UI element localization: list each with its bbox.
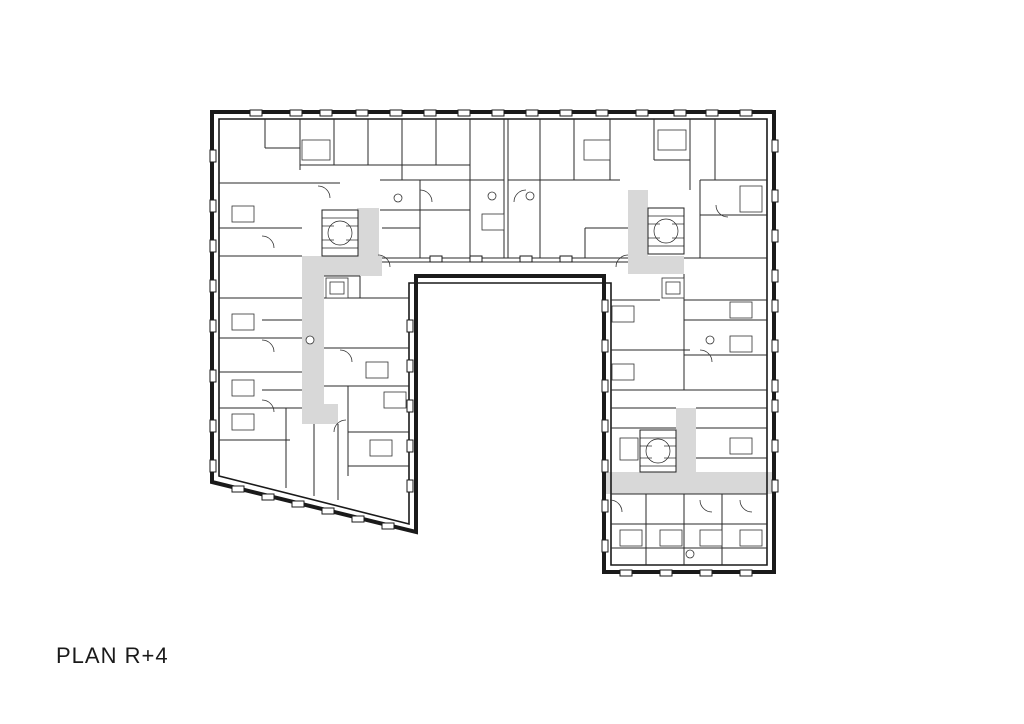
window-inner-east-5: [601, 499, 609, 513]
east-wing-partitions: [611, 274, 767, 565]
window-inner-west-2: [406, 399, 414, 413]
corridor-south-horizontal: [604, 472, 772, 494]
window-north-12: [673, 109, 687, 117]
window-east-5: [771, 339, 779, 353]
window-east-0: [771, 139, 779, 153]
window-north-8: [525, 109, 539, 117]
window-west-6: [209, 419, 217, 433]
window-north-0: [249, 109, 263, 117]
doors: [261, 185, 753, 513]
window-west-7: [209, 459, 217, 473]
corridor-east-horizontal: [628, 256, 684, 274]
window-inner-west-4: [406, 479, 414, 493]
window-north-10: [595, 109, 609, 117]
window-courtyard-0: [429, 255, 443, 263]
window-courtyard-2: [519, 255, 533, 263]
window-east-8: [771, 439, 779, 453]
window-north-5: [423, 109, 437, 117]
window-north-3: [355, 109, 369, 117]
window-inner-west-3: [406, 439, 414, 453]
window-inner-west-0: [406, 319, 414, 333]
corridor-north-left-core: [357, 208, 379, 270]
stairs: [321, 207, 685, 473]
corridor-west-vertical: [302, 262, 324, 410]
plan-title: PLAN R+4: [56, 643, 169, 668]
window-south-3: [739, 569, 753, 577]
window-inner-east-6: [601, 539, 609, 553]
window-west-1: [209, 199, 217, 213]
window-north-1: [289, 109, 303, 117]
window-north-13: [705, 109, 719, 117]
window-west-3: [209, 279, 217, 293]
exterior-walls: [210, 110, 776, 574]
window-west-0: [209, 149, 217, 163]
window-east-2: [771, 229, 779, 243]
window-west-5: [209, 369, 217, 383]
outer-wall: [210, 110, 776, 574]
corridor-south-vertical: [676, 408, 696, 478]
window-south-1: [659, 569, 673, 577]
window-inner-east-2: [601, 379, 609, 393]
window-southwest-0: [231, 485, 245, 493]
window-courtyard-3: [559, 255, 573, 263]
window-south-0: [619, 569, 633, 577]
bathroom-fixtures: [231, 129, 763, 559]
window-north-6: [457, 109, 471, 117]
window-south-2: [699, 569, 713, 577]
window-inner-east-1: [601, 339, 609, 353]
stair-core-east: [647, 207, 685, 255]
window-north-14: [739, 109, 753, 117]
corridor-west-lower: [302, 404, 338, 424]
window-north-4: [389, 109, 403, 117]
window-inner-west-1: [406, 359, 414, 373]
window-east-9: [771, 479, 779, 493]
window-east-6: [771, 379, 779, 393]
elevators: [325, 277, 685, 461]
window-courtyard-1: [469, 255, 483, 263]
window-inner-east-0: [601, 299, 609, 313]
window-north-7: [491, 109, 505, 117]
windows: [209, 109, 779, 577]
window-southwest-4: [351, 515, 365, 523]
window-north-11: [635, 109, 649, 117]
window-east-3: [771, 269, 779, 283]
window-west-2: [209, 239, 217, 253]
window-southwest-5: [381, 522, 395, 530]
window-west-4: [209, 319, 217, 333]
stair-core-west: [321, 209, 359, 257]
elevator-south: [619, 437, 639, 461]
corridor-north-right-core: [628, 190, 648, 270]
window-east-7: [771, 399, 779, 413]
window-north-2: [319, 109, 333, 117]
window-inner-east-4: [601, 459, 609, 473]
corridors: [302, 190, 772, 494]
window-southwest-3: [321, 507, 335, 515]
window-east-4: [771, 299, 779, 313]
west-wing-partitions: [219, 227, 409, 500]
window-southwest-2: [291, 500, 305, 508]
stair-core-south: [639, 429, 677, 473]
window-north-9: [559, 109, 573, 117]
window-inner-east-3: [601, 419, 609, 433]
window-east-1: [771, 189, 779, 203]
window-southwest-1: [261, 493, 275, 501]
